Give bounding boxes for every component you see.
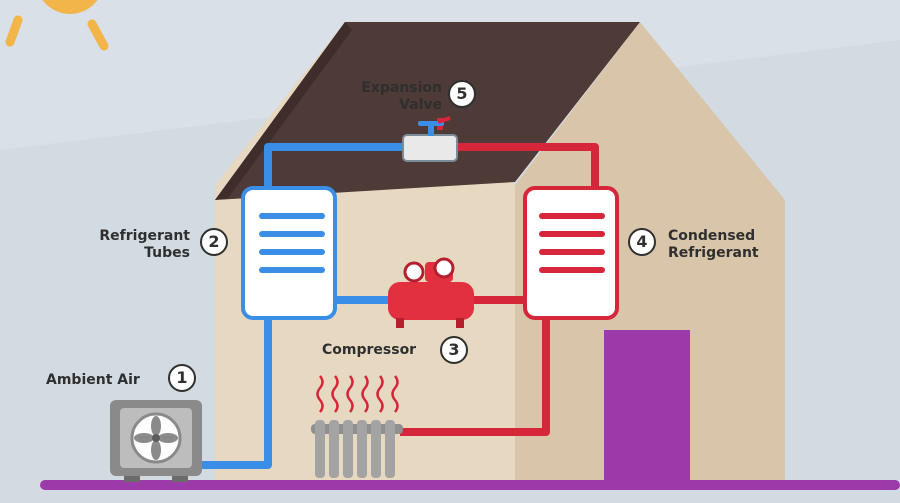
step-2-badge: 2 [200,228,228,256]
condensed-refrigerant-label: Condensed Refrigerant [668,228,759,261]
refrigerant-tubes-label: Refrigerant Tubes [99,228,190,261]
step-4-badge: 4 [628,228,656,256]
step-5-badge: 5 [448,80,476,108]
compressor-label: Compressor [322,342,417,358]
step-1-badge: 1 [168,364,196,392]
condensed-refrigerant-coil [523,186,619,320]
ambient-air-label: Ambient Air [46,372,140,388]
radiator-icon [311,420,403,478]
step-3-badge: 3 [440,336,468,364]
expansion-valve-label: Expansion Valve [361,80,442,113]
refrigerant-tubes-coil [241,186,337,320]
valve-icon [402,116,458,162]
ground [40,480,900,490]
compressor-icon [388,257,474,328]
sun-icon [5,0,109,51]
heat-waves-icon [316,375,399,413]
fan-icon [110,400,202,482]
house [215,22,785,485]
door [604,330,690,485]
